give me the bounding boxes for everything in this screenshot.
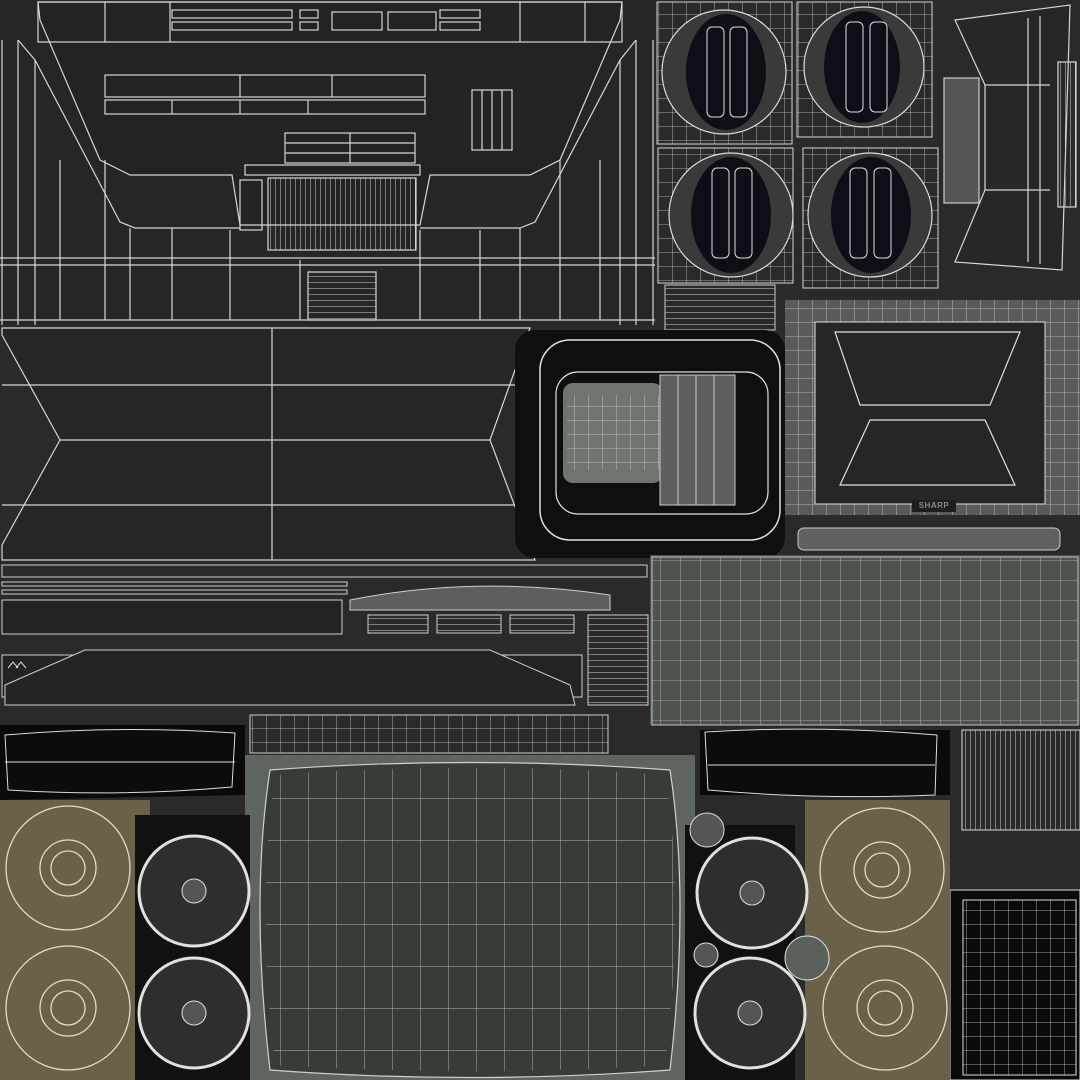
- brand-label: SHARP: [912, 500, 956, 512]
- black-panels: [0, 725, 1080, 1080]
- crt-screen: [245, 755, 695, 1080]
- grille-green: [650, 555, 1080, 726]
- side-bowtie: [943, 4, 1077, 271]
- knob-sockets: [656, 1, 939, 289]
- cabinet-front: [0, 0, 655, 325]
- speaker-cones: [0, 800, 950, 1080]
- cabinet-top: [1, 327, 536, 561]
- trim-strips: [1, 564, 649, 754]
- speaker-wheels: [135, 812, 830, 1080]
- rear-panel: [785, 300, 1080, 551]
- screen-bezel: [515, 330, 785, 558]
- strip-bundle: [664, 284, 776, 331]
